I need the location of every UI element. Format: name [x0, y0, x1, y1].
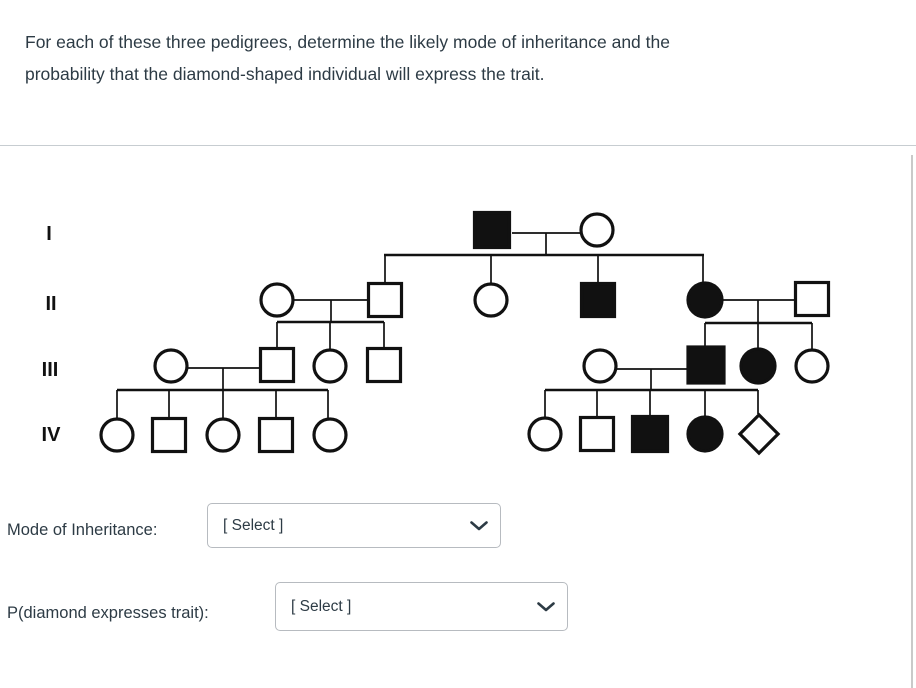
question-text: For each of these three pedigrees, deter… — [25, 26, 885, 90]
pedigree-individual-II-6 — [793, 280, 831, 318]
pedigree-individual-IV-1 — [99, 417, 135, 453]
mode-of-inheritance-select[interactable]: [ Select ] — [207, 503, 501, 548]
mode-of-inheritance-select-value: [ Select ] — [223, 516, 284, 534]
pedigree-individual-IV-2 — [150, 416, 188, 454]
probability-select-value: [ Select ] — [291, 597, 352, 615]
pedigree-individual-IV-5 — [312, 417, 348, 453]
content-right-border — [911, 155, 913, 688]
pedigree-individual-II-3 — [473, 282, 509, 318]
pedigree-individual-III-2 — [258, 346, 296, 384]
pedigree-individual-II-2 — [366, 281, 404, 319]
pedigree-individual-IV-7 — [578, 415, 616, 453]
pedigree-individual-IV-8 — [630, 414, 670, 454]
pedigree-individual-III-7 — [739, 347, 777, 385]
pedigree-individual-IV-9 — [686, 415, 724, 453]
pedigree-individual-I-2 — [579, 212, 615, 248]
pedigree-individual-III-8 — [794, 348, 830, 384]
pedigree-individual-III-6 — [686, 345, 726, 385]
pedigree-individual-IV-3 — [205, 417, 241, 453]
chevron-down-icon — [470, 520, 488, 530]
pedigree-individual-II-1 — [259, 282, 295, 318]
chevron-down-icon — [537, 601, 555, 611]
question-text-line: For each of these three pedigrees, deter… — [25, 32, 670, 52]
pedigree-individual-I-1 — [472, 210, 512, 250]
pedigree-individual-III-1 — [153, 348, 189, 384]
generation-label-I: I — [46, 223, 52, 245]
probability-select[interactable]: [ Select ] — [275, 582, 568, 631]
pedigree-individual-IV-6 — [527, 416, 563, 452]
question-divider — [0, 145, 916, 146]
generation-label-IV: IV — [42, 424, 62, 446]
pedigree-individual-III-3 — [312, 348, 348, 384]
generation-label-II: II — [45, 293, 56, 315]
pedigree-individual-III-5 — [582, 348, 618, 384]
pedigree-individual-II-5 — [686, 281, 724, 319]
mode-of-inheritance-label: Mode of Inheritance: — [7, 521, 158, 539]
pedigree-individual-II-4 — [579, 281, 617, 319]
pedigree-individual-IV-4 — [257, 416, 295, 454]
pedigree-individual-IV-10 — [737, 412, 781, 456]
question-text-line: probability that the diamond-shaped indi… — [25, 64, 545, 84]
generation-label-III: III — [42, 359, 59, 381]
pedigree-individual-III-4 — [365, 346, 403, 384]
probability-label: P(diamond expresses trait): — [7, 604, 209, 622]
